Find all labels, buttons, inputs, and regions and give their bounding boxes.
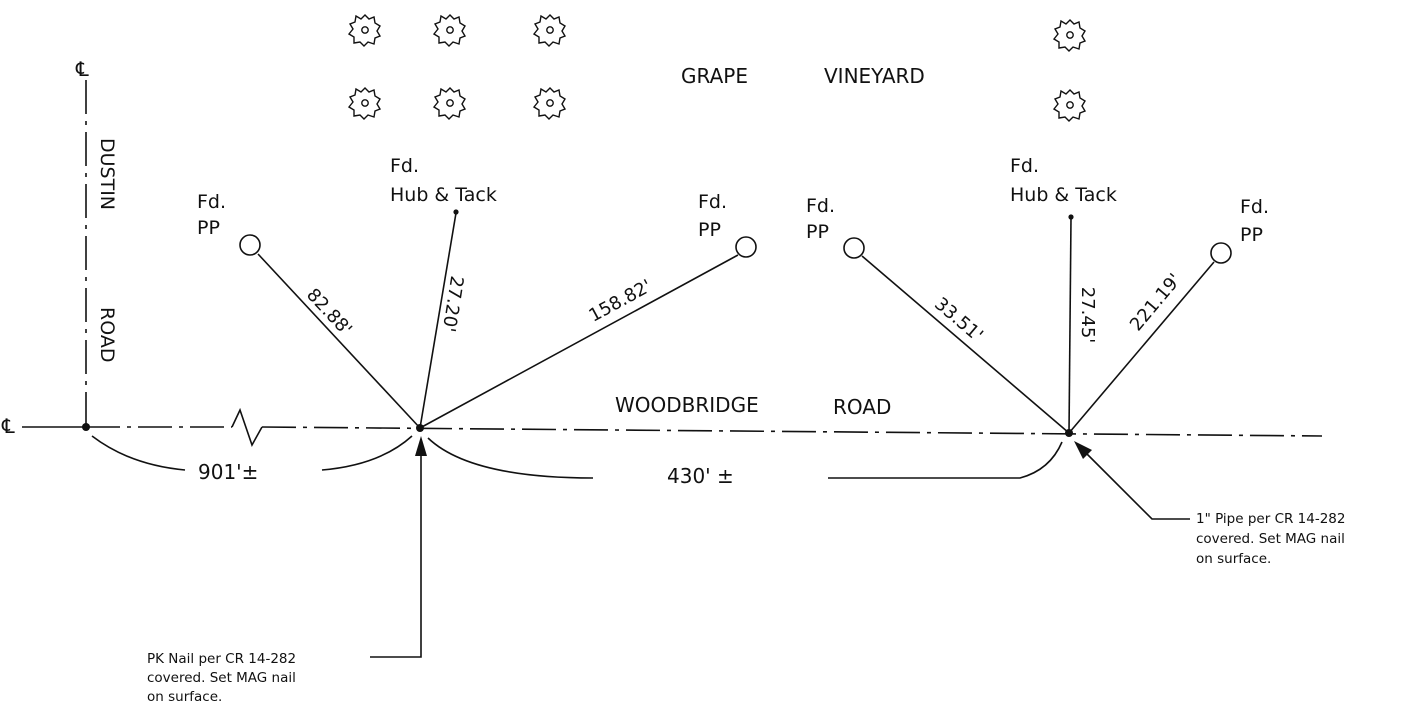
leader-pipe <box>1084 451 1190 520</box>
note-pk-nail: PK Nail per CR 14-282 covered. Set MAG n… <box>147 651 296 705</box>
grapevine-icon <box>533 87 566 120</box>
tie-line-d1 <box>257 253 421 429</box>
grapevine-icon <box>533 14 566 47</box>
svg-text:Fd.: Fd. <box>197 191 226 213</box>
woodbridge-road-centerline-east <box>261 426 1323 437</box>
svg-text:covered. Set MAG nail: covered. Set MAG nail <box>1196 531 1345 547</box>
note-pipe: 1" Pipe per CR 14-282 covered. Set MAG n… <box>1196 511 1345 567</box>
dimension-arc-west-2 <box>321 435 413 471</box>
dustin-centerline-symbol: ℄ <box>75 57 89 81</box>
label-hub-tack-1: Fd. Hub & Tack <box>390 155 497 206</box>
svg-text:Fd.: Fd. <box>1240 196 1269 218</box>
svg-text:PK Nail per CR 14-282: PK Nail per CR 14-282 <box>147 651 296 667</box>
dimension-arc-east-1 <box>427 437 594 479</box>
tie-line-d6 <box>1068 261 1215 434</box>
dimension-label-left: 901'± <box>198 460 258 484</box>
svg-text:PP: PP <box>698 219 721 241</box>
svg-text:PP: PP <box>197 217 220 239</box>
grapevine-icon <box>433 87 466 120</box>
break-line <box>231 407 263 447</box>
woodbridge-road-label-1: WOODBRIDGE <box>615 393 759 417</box>
distance-label-d1: 82.88' <box>302 284 356 340</box>
arrow-pipe-icon <box>1074 441 1092 459</box>
grapevine-icon <box>1053 89 1086 122</box>
svg-text:Hub & Tack: Hub & Tack <box>1010 184 1117 206</box>
arrow-pk-nail-icon <box>415 436 427 456</box>
svg-text:on surface.: on surface. <box>147 689 222 705</box>
svg-text:Fd.: Fd. <box>390 155 419 177</box>
fd-pp-monument-4 <box>1210 242 1232 264</box>
vineyard-label-grape: GRAPE <box>681 64 748 88</box>
dimension-arc-east-2 <box>828 441 1063 479</box>
svg-text:on surface.: on surface. <box>1196 551 1271 567</box>
svg-text:Fd.: Fd. <box>698 191 727 213</box>
grapevine-icon <box>1053 19 1086 52</box>
tie-line-d5 <box>1068 217 1072 434</box>
hub-tack-monument-2 <box>1068 214 1074 220</box>
leader-pk-nail <box>370 452 422 658</box>
svg-text:PP: PP <box>1240 224 1263 246</box>
woodbridge-road-label-2: ROAD <box>833 395 891 419</box>
label-hub-tack-2: Fd. Hub & Tack <box>1010 155 1117 206</box>
distance-label-d6: 221.19' <box>1126 270 1186 336</box>
tie-line-d3 <box>419 254 739 429</box>
fd-pp-monument-3 <box>843 237 865 259</box>
grapevine-icon <box>348 14 381 47</box>
fd-pp-monument-1 <box>239 234 261 256</box>
vineyard-label-vineyard: VINEYARD <box>824 64 925 88</box>
svg-text:covered. Set MAG nail: covered. Set MAG nail <box>147 670 296 686</box>
tie-line-d2 <box>419 212 457 429</box>
svg-text:Fd.: Fd. <box>1010 155 1039 177</box>
label-fd-pp-2: Fd. PP <box>698 191 727 241</box>
fd-pp-monument-2 <box>735 236 757 258</box>
distance-label-d5: 27.45' <box>1077 287 1098 343</box>
label-fd-pp-3: Fd. PP <box>806 195 835 243</box>
label-fd-pp-4: Fd. PP <box>1240 196 1269 246</box>
grapevine-icon <box>433 14 466 47</box>
distance-label-d2: 27.20' <box>438 274 468 333</box>
svg-text:Hub & Tack: Hub & Tack <box>390 184 497 206</box>
dimension-arc-west-1 <box>91 435 186 471</box>
tie-line-d4 <box>861 255 1070 434</box>
woodbridge-centerline-symbol: ℄ <box>1 414 15 438</box>
svg-text:1" Pipe per CR 14-282: 1" Pipe per CR 14-282 <box>1196 511 1345 527</box>
hub-tack-monument-1 <box>453 209 459 215</box>
grapevine-icon <box>348 87 381 120</box>
dustin-road-label-2: ROAD <box>96 307 118 362</box>
dimension-label-right: 430' ± <box>667 464 734 488</box>
svg-text:Fd.: Fd. <box>806 195 835 217</box>
centerline-intersection-point <box>82 423 90 431</box>
label-fd-pp-1: Fd. PP <box>197 191 226 239</box>
dustin-road-label-1: DUSTIN <box>96 138 118 210</box>
svg-text:PP: PP <box>806 221 829 243</box>
